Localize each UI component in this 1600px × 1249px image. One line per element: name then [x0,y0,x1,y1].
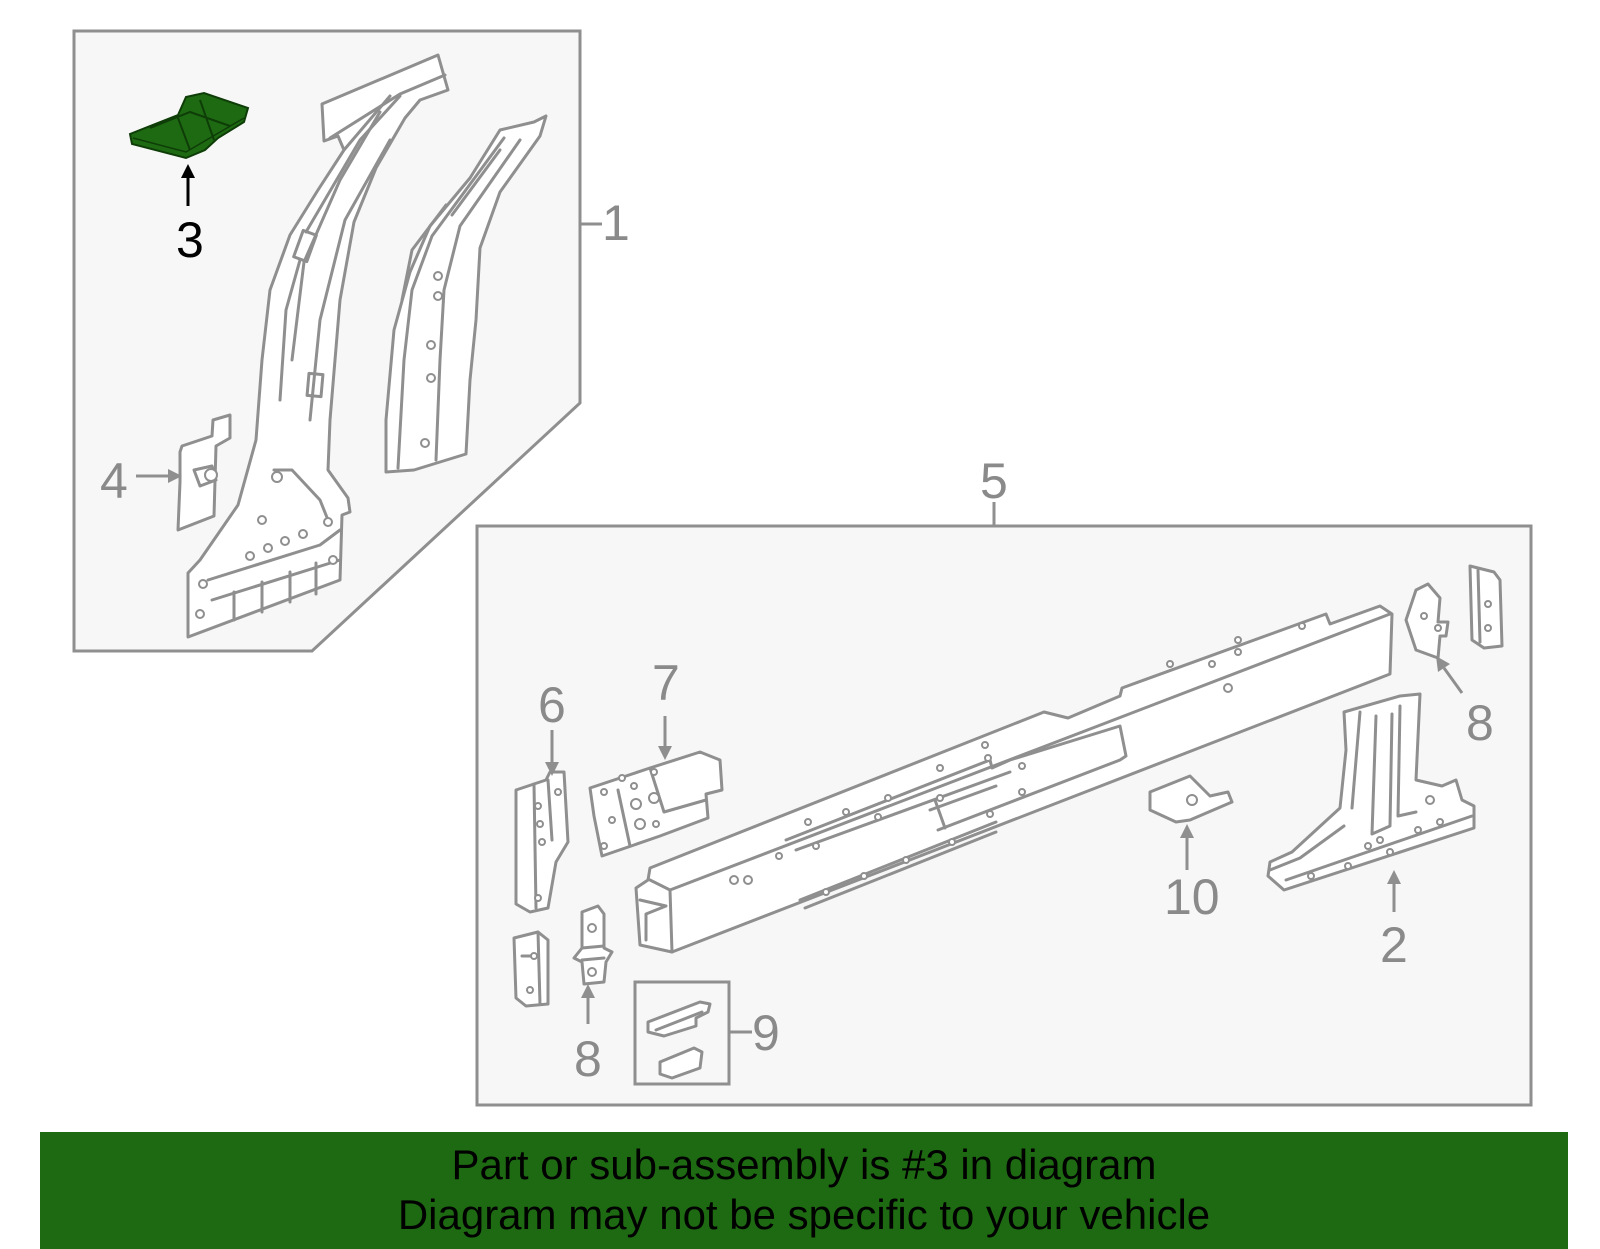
part-9-kit[interactable] [633,980,731,1086]
part-10-bracket[interactable] [1148,774,1234,824]
callout-2[interactable]: 2 [1380,917,1408,973]
callout-3-arrow [181,164,195,206]
callout-10[interactable]: 10 [1164,869,1220,925]
part-3-bracket[interactable] [128,91,250,160]
part-1-pillar[interactable] [186,53,450,639]
part-1-reinforcement[interactable] [384,114,548,474]
callout-6[interactable]: 6 [538,677,566,733]
callout-2-arrow [1387,870,1401,912]
part-8-plate[interactable] [1468,564,1504,650]
part-8-bracket-lower[interactable] [572,904,614,986]
callout-4[interactable]: 4 [100,453,128,509]
callout-8-upper[interactable]: 8 [1466,695,1494,751]
callout-8-upper-arrow [1436,656,1464,694]
callout-4-arrow [136,469,182,483]
part-6-bracket[interactable] [514,770,570,914]
part-4-bracket[interactable] [176,413,232,532]
callout-3[interactable]: 3 [176,212,204,268]
part-8-bracket-upper[interactable] [1404,582,1450,660]
callout-9[interactable]: 9 [752,1005,780,1061]
callout-5[interactable]: 5 [980,453,1008,509]
info-banner: Part or sub-assembly is #3 in diagram Di… [40,1132,1568,1249]
part-5-rocker-panel[interactable] [634,604,1394,954]
callout-8-lower-arrow [581,984,595,1024]
callout-10-arrow [1180,824,1194,870]
callout-7[interactable]: 7 [652,655,680,711]
banner-line-1: Part or sub-assembly is #3 in diagram [451,1141,1157,1188]
part-2-pillar-lower[interactable] [1266,692,1476,892]
callout-7-arrow [658,716,672,760]
part-7-bracket[interactable] [588,750,724,858]
callout-8-lower[interactable]: 8 [574,1031,602,1087]
callout-1[interactable]: 1 [602,195,630,251]
banner-line-2: Diagram may not be specific to your vehi… [397,1191,1211,1238]
part-8-lower-bracket[interactable] [512,930,550,1008]
callout-6-arrow [545,730,559,776]
